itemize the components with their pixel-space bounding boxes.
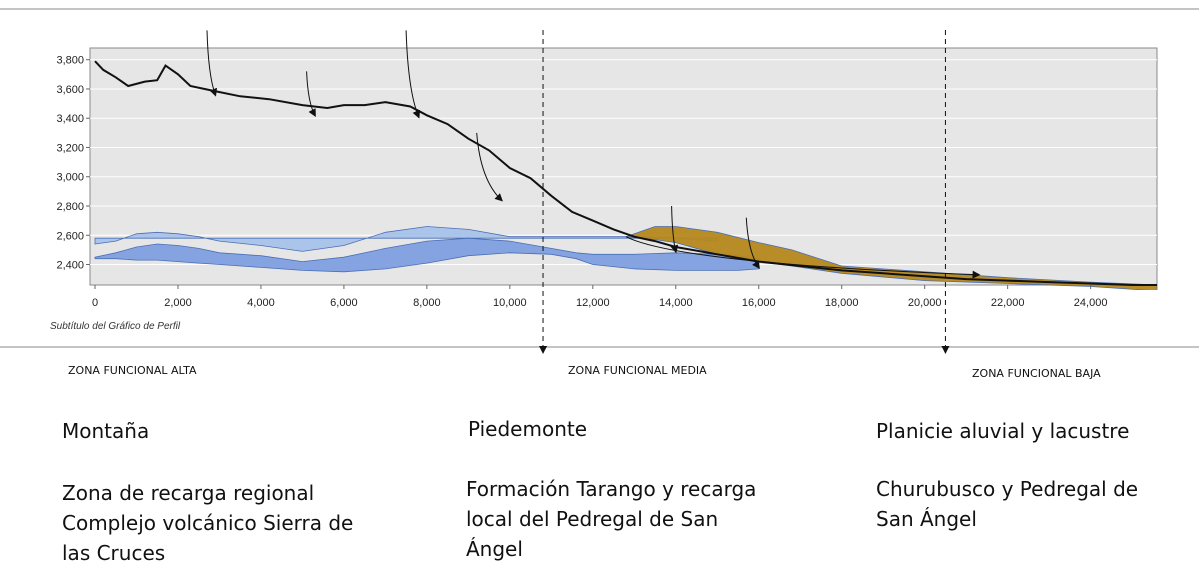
- zone-desc-line: Zona de recarga regional: [62, 481, 315, 505]
- flow-arrow: [405, 30, 421, 119]
- zone-desc-baja: Churubusco y Pedregal de San Ángel: [876, 474, 1138, 534]
- x-tick-label: 12,000: [576, 297, 610, 309]
- zone-desc-alta: Zona de recarga regional Complejo volcán…: [62, 478, 353, 568]
- plot-area: [89, 47, 1158, 286]
- x-tick-label: 18,000: [825, 297, 859, 309]
- y-tick-label: 3,200: [56, 142, 84, 154]
- x-tick-label: 22,000: [991, 297, 1025, 309]
- x-tick-label: 8,000: [413, 297, 441, 309]
- y-tick-label: 3,400: [56, 113, 84, 125]
- x-tick-label: 14,000: [659, 297, 693, 309]
- zone-desc-line: San Ángel: [876, 507, 977, 531]
- zone-label-alta: ZONA FUNCIONAL ALTA: [68, 364, 197, 377]
- zone-title-baja: Planicie aluvial y lacustre: [876, 419, 1130, 443]
- axes: 2,400 2,600 2,800 3,000 3,200 3,400 3,600 3,800…: [56, 55, 1107, 309]
- zone-desc-line: Ángel: [466, 537, 523, 561]
- terrain-line: [94, 60, 1157, 286]
- zone-title-media: Piedemonte: [468, 417, 588, 441]
- zone-desc-line: local del Pedregal de San: [466, 507, 719, 531]
- flow-arrow: [306, 71, 316, 118]
- zone-desc-line: las Cruces: [62, 541, 166, 565]
- zone-desc-line: Complejo volcánico Sierra de: [62, 511, 354, 535]
- y-tick-label: 2,400: [56, 260, 84, 272]
- zone-desc-line: Churubusco y Pedregal de: [876, 477, 1139, 501]
- x-tick-label: 4,000: [247, 297, 275, 309]
- grid: [90, 59, 1157, 266]
- flow-arrow: [625, 236, 981, 279]
- flow-arrow: [476, 132, 503, 202]
- flow-arrow: [206, 30, 218, 97]
- flow-arrow: [745, 217, 760, 270]
- zone-label-baja: ZONA FUNCIONAL BAJA: [972, 367, 1101, 380]
- y-tick-label: 3,800: [56, 55, 84, 67]
- y-tick-label: 3,600: [56, 84, 84, 96]
- x-tick-label: 24,000: [1074, 297, 1108, 309]
- chart-subtitle: Subtítulo del Gráfico de Perfil: [50, 321, 181, 332]
- flow-arrow: [670, 205, 679, 254]
- zone-desc-media: Formación Tarango y recarga local del Pe…: [466, 474, 756, 564]
- flow-arrows: [206, 30, 981, 279]
- x-tick-label: 20,000: [908, 297, 942, 309]
- y-tick-label: 3,000: [56, 172, 84, 184]
- x-tick-label: 2,000: [164, 297, 192, 309]
- x-tick-label: 0: [92, 297, 98, 309]
- zone-desc-line: Formación Tarango y recarga: [466, 477, 757, 501]
- zone-title-alta: Montaña: [62, 419, 150, 443]
- x-tick-label: 16,000: [742, 297, 776, 309]
- x-tick-label: 6,000: [330, 297, 358, 309]
- zone-label-media: ZONA FUNCIONAL MEDIA: [568, 364, 707, 377]
- y-tick-label: 2,800: [56, 201, 84, 213]
- x-tick-label: 10,000: [493, 297, 527, 309]
- y-tick-label: 2,600: [56, 230, 84, 242]
